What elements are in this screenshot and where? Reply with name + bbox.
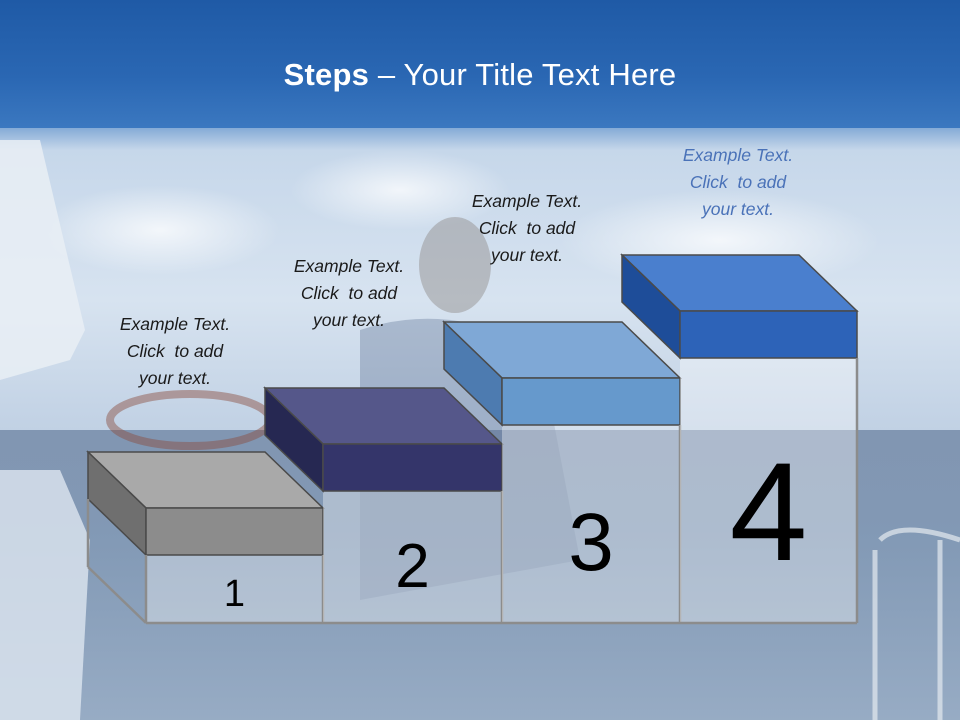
caption-line: your text. — [313, 310, 385, 330]
step-3-caption[interactable]: Example Text. Click to add your text. — [432, 188, 622, 269]
step-3-column — [502, 425, 680, 623]
caption-line: Example Text. — [682, 145, 794, 165]
title-bold: Steps — [283, 57, 370, 92]
caption-line: Click to add — [478, 218, 576, 238]
caption-line: Example Text. — [119, 314, 231, 334]
step-1-floor-edge — [87, 566, 147, 624]
caption-line: Example Text. — [471, 191, 583, 211]
caption-line: Click to add — [689, 172, 787, 192]
caption-line: your text. — [702, 199, 774, 219]
caption-line: Click to add — [300, 283, 398, 303]
step-1-number: 1 — [224, 573, 245, 615]
step-2-number: 2 — [395, 532, 429, 601]
caption-line: Example Text. — [293, 256, 405, 276]
step-1-column — [146, 555, 323, 623]
caption-line: your text. — [491, 245, 563, 265]
step-4-number: 4 — [730, 433, 808, 590]
step-2-column — [323, 491, 502, 623]
step-3-front — [501, 377, 681, 426]
step-3-number: 3 — [568, 497, 614, 588]
title-band — [0, 0, 960, 128]
title-rest: – Your Title Text Here — [369, 57, 677, 92]
step-2-front — [322, 443, 503, 492]
caption-line: your text. — [139, 368, 211, 388]
step-1-front — [145, 507, 324, 556]
step-1-caption[interactable]: Example Text. Click to add your text. — [80, 311, 270, 392]
step-4-caption[interactable]: Example Text. Click to add your text. — [643, 142, 833, 223]
step-2-caption[interactable]: Example Text. Click to add your text. — [254, 253, 444, 334]
step-4-column — [680, 358, 857, 623]
step-4-front — [679, 310, 858, 359]
caption-line: Click to add — [126, 341, 224, 361]
slide-title[interactable]: Steps – Your Title Text Here — [0, 54, 960, 96]
